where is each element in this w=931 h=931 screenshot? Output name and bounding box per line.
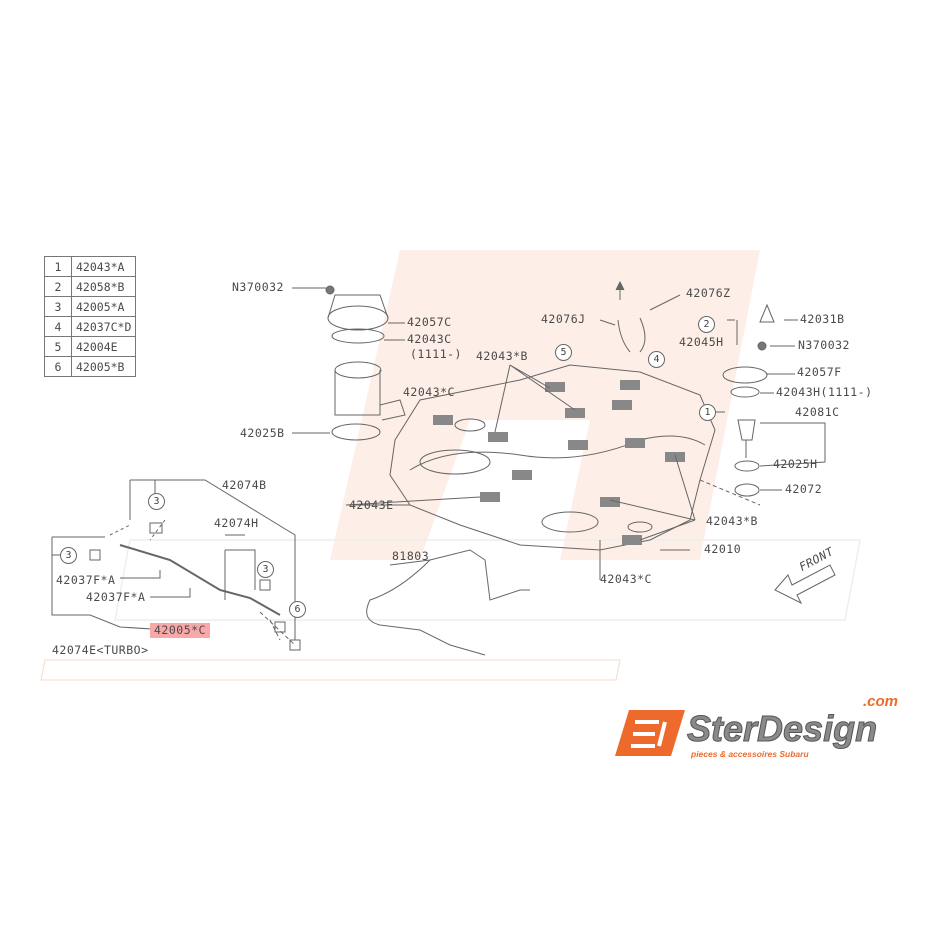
wire-harness	[366, 549, 530, 656]
legend-part: 42043*A	[70, 256, 137, 277]
callout-4: 4	[648, 351, 665, 368]
legend-part: 42004E	[70, 336, 137, 357]
part-label[interactable]: 42031B	[800, 312, 845, 326]
legend-num: 3	[44, 296, 72, 317]
legend-part: 42037C*D	[70, 316, 137, 337]
part-label[interactable]: 42037F*A	[56, 573, 116, 587]
callout-1: 1	[699, 404, 716, 421]
part-label[interactable]: 42074B	[222, 478, 267, 492]
part-label[interactable]: 42025B	[240, 426, 285, 440]
legend-part: 42058*B	[70, 276, 137, 297]
legend-num: 5	[44, 336, 72, 357]
part-label[interactable]: 42025H	[773, 457, 818, 471]
part-label[interactable]: N370032	[232, 280, 284, 294]
callout-3: 3	[60, 547, 77, 564]
watermark-tagline-shape	[40, 659, 621, 681]
callout-3: 3	[148, 493, 165, 510]
part-label[interactable]: 42043*B	[476, 349, 528, 363]
part-label[interactable]: 42043*C	[600, 572, 652, 586]
part-label[interactable]: 42043E	[349, 498, 394, 512]
callout-5: 5	[555, 344, 572, 361]
logo-sd-badge	[615, 710, 685, 756]
part-label[interactable]: 42010	[704, 542, 742, 556]
part-label[interactable]: 42074H	[214, 516, 259, 530]
tank-pads	[433, 380, 685, 545]
part-label-highlighted[interactable]: 42005*C	[150, 623, 210, 638]
part-label[interactable]: 42057F	[797, 365, 842, 379]
legend-num: 1	[44, 256, 72, 277]
part-label[interactable]: 42045H	[679, 335, 724, 349]
part-label[interactable]: 81803	[392, 549, 430, 563]
legend-num: 4	[44, 316, 72, 337]
part-label[interactable]: 42081C	[795, 405, 840, 419]
legend-part: 42005*A	[70, 296, 137, 317]
callout-6: 6	[289, 601, 306, 618]
legend-part: 42005*B	[70, 356, 137, 377]
part-label[interactable]: N370032	[798, 338, 850, 352]
legend-num: 2	[44, 276, 72, 297]
callout-3: 3	[257, 561, 274, 578]
part-label[interactable]: 42043C	[407, 332, 452, 346]
part-label[interactable]: 42057C	[407, 315, 452, 329]
part-label[interactable]: 42076J	[541, 312, 586, 326]
part-label[interactable]: 42072	[785, 482, 823, 496]
part-label[interactable]: 42076Z	[686, 286, 731, 300]
part-label[interactable]: 42037F*A	[86, 590, 146, 604]
watermark-brand-shape	[114, 539, 861, 621]
part-label[interactable]: 42043*C	[403, 385, 455, 399]
part-note: (1111-)	[410, 347, 462, 361]
fuel-tank	[389, 364, 716, 551]
part-label[interactable]: 42043*B	[706, 514, 758, 528]
callout-2: 2	[698, 316, 715, 333]
logo-tagline: pieces & accessoires Subaru	[691, 749, 809, 759]
legend-num: 6	[44, 356, 72, 377]
watermark-sd-shape	[330, 250, 760, 560]
brand-logo: .com SterDesign pieces & accessoires Sub…	[615, 694, 925, 760]
part-label[interactable]: 42074E<TURBO>	[52, 643, 149, 657]
front-arrow	[774, 564, 836, 605]
part-label[interactable]: 42043H(1111-)	[776, 385, 873, 399]
logo-domain: .com	[863, 693, 899, 710]
logo-brand: SterDesign	[686, 708, 878, 749]
